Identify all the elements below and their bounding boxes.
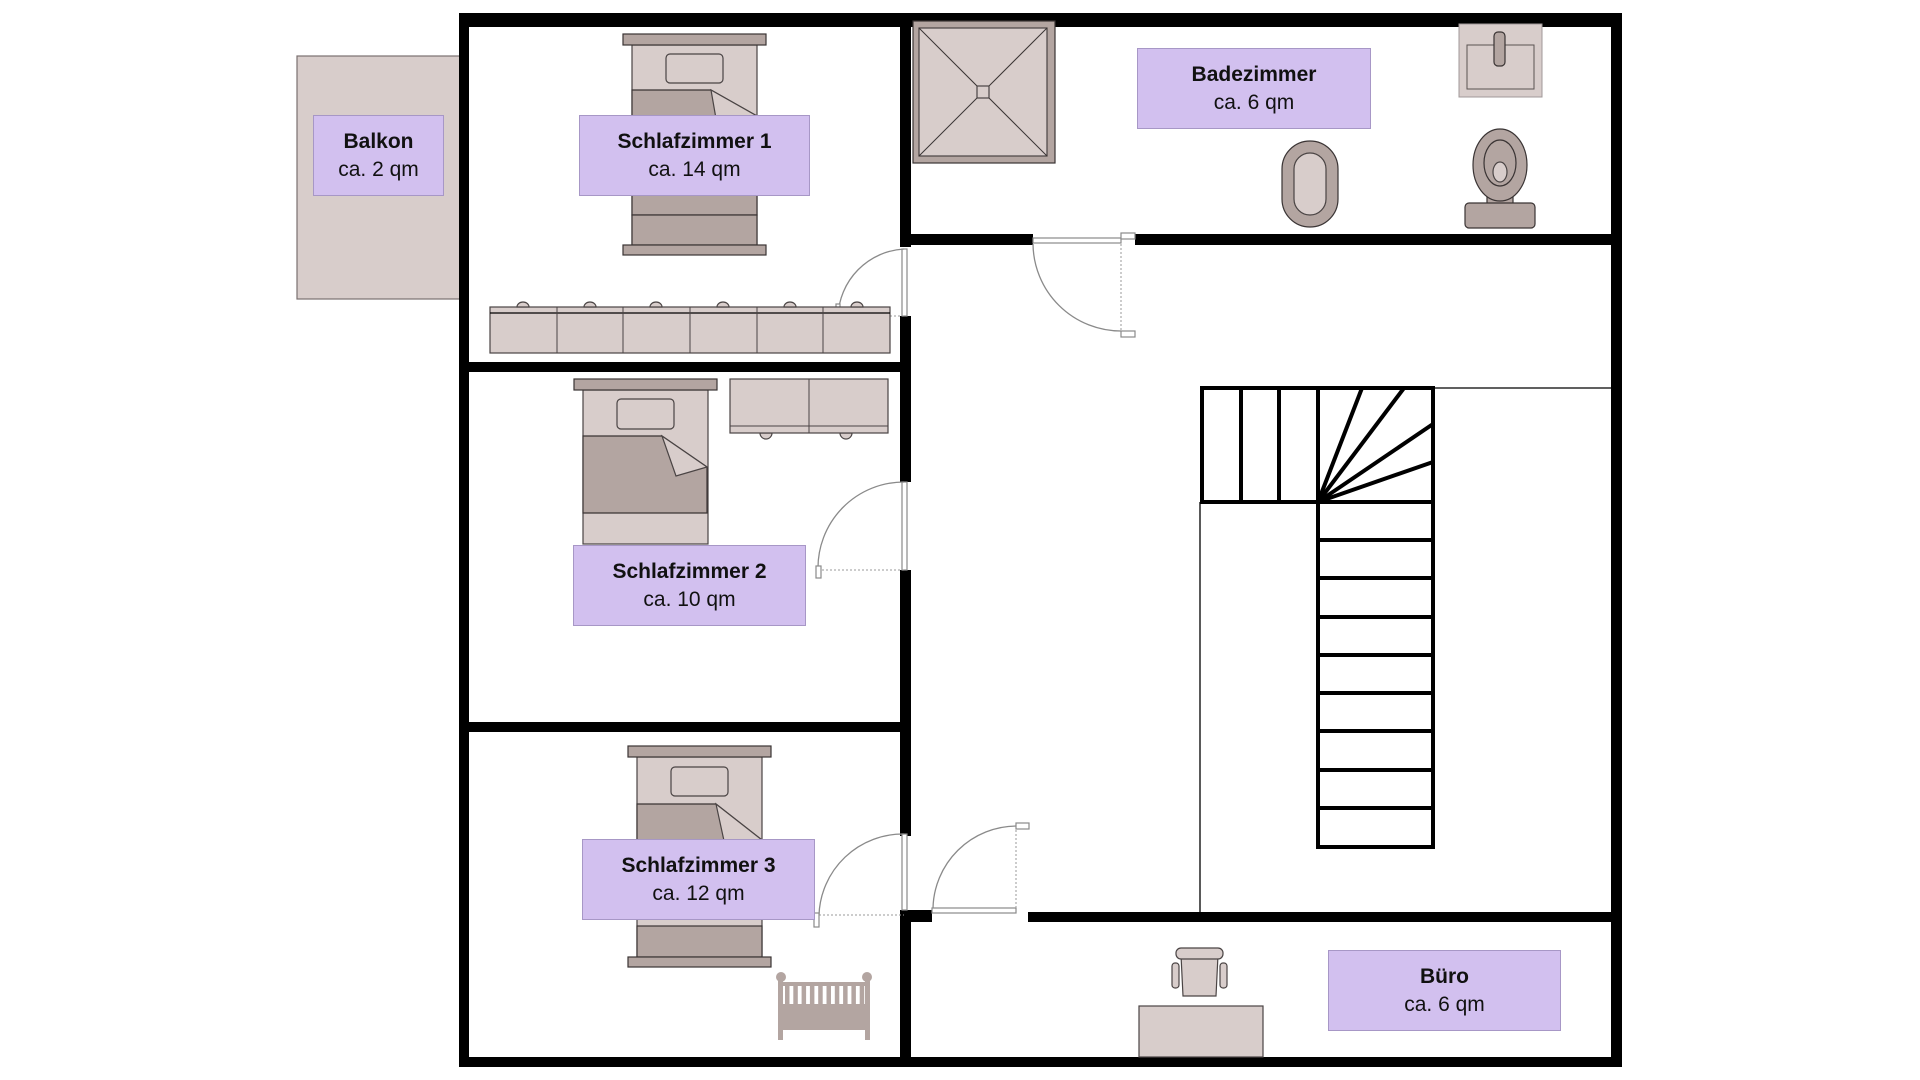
desk xyxy=(1138,1005,1264,1058)
crib-slat xyxy=(843,986,848,1004)
bed-schlafzimmer2 xyxy=(573,378,718,545)
door-schlafzimmer3[interactable] xyxy=(813,833,908,928)
wall-column-4 xyxy=(900,910,911,1067)
wall-column-1 xyxy=(900,13,911,247)
dresser xyxy=(729,378,889,440)
wall-outer-top xyxy=(459,13,1622,27)
room-label-schlafzimmer3: Schlafzimmer 3 ca. 12 qm xyxy=(582,839,815,920)
crib-slat xyxy=(826,986,831,1004)
shower xyxy=(912,20,1056,164)
sink xyxy=(1458,23,1543,98)
bidet xyxy=(1281,140,1339,228)
room-area: ca. 2 qm xyxy=(338,157,419,181)
crib-slat xyxy=(785,986,790,1004)
door-badezimmer[interactable] xyxy=(1032,232,1136,338)
wall-outer-left xyxy=(459,13,469,1067)
room-label-schlafzimmer2: Schlafzimmer 2 ca. 10 qm xyxy=(573,545,806,626)
crib-slat xyxy=(859,986,865,1004)
room-name: Badezimmer xyxy=(1191,63,1317,87)
walls xyxy=(459,13,1622,1067)
room-area: ca. 10 qm xyxy=(643,587,736,611)
room-name: Balkon xyxy=(343,130,414,154)
room-area: ca. 14 qm xyxy=(648,157,741,181)
staircase xyxy=(1199,386,1611,912)
crib-slat xyxy=(801,986,807,1004)
wall-outer-right xyxy=(1611,13,1622,1067)
door-buero[interactable] xyxy=(931,822,1030,914)
wall-sz1-sz2 xyxy=(459,362,911,372)
wardrobe xyxy=(489,301,891,354)
crib-slat xyxy=(834,986,840,1004)
wall-column-2 xyxy=(900,316,911,482)
wall-bath-2 xyxy=(1135,234,1622,245)
room-name: Schlafzimmer 3 xyxy=(621,854,776,878)
room-label-schlafzimmer1: Schlafzimmer 1 ca. 14 qm xyxy=(579,115,810,196)
door-schlafzimmer2[interactable] xyxy=(815,481,908,579)
room-label-badezimmer: Badezimmer ca. 6 qm xyxy=(1137,48,1371,129)
wall-bath-1 xyxy=(900,234,1033,245)
wall-office-1 xyxy=(900,910,932,922)
crib-slat xyxy=(809,986,815,1004)
crib-slat xyxy=(851,986,856,1004)
toilet xyxy=(1464,128,1536,229)
room-name: Schlafzimmer 2 xyxy=(612,560,767,584)
office-chair xyxy=(1171,947,1228,997)
room-name: Schlafzimmer 1 xyxy=(617,130,772,154)
crib xyxy=(776,972,872,1040)
wall-sz2-sz3 xyxy=(459,722,911,732)
crib-slat xyxy=(818,986,823,1004)
wall-office-2 xyxy=(1028,912,1622,922)
room-area: ca. 6 qm xyxy=(1404,992,1485,1016)
wall-outer-bottom xyxy=(459,1057,1622,1067)
room-label-balkon: Balkon ca. 2 qm xyxy=(313,115,444,196)
room-name: Büro xyxy=(1420,965,1469,989)
room-area: ca. 12 qm xyxy=(652,881,745,905)
wall-column-3 xyxy=(900,570,911,836)
room-area: ca. 6 qm xyxy=(1213,90,1295,114)
crib-slat xyxy=(793,986,798,1004)
room-label-buero: Büro ca. 6 qm xyxy=(1328,950,1561,1031)
